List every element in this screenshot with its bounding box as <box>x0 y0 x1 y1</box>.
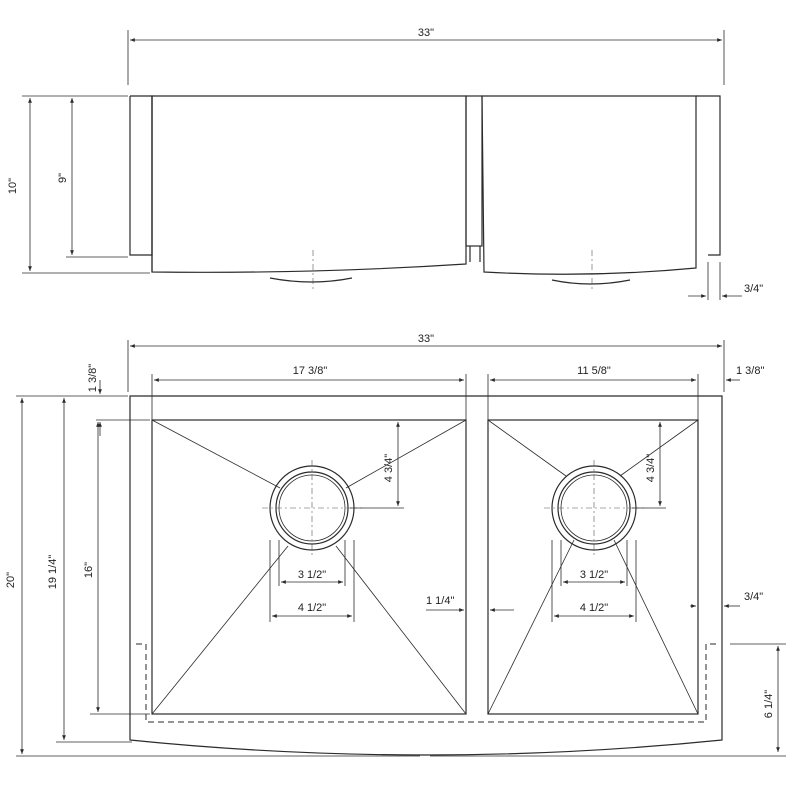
inner-depth-label: 19 1/4" <box>47 555 59 590</box>
right-bowl-width-label: 11 5/8" <box>577 365 611 377</box>
left-drain-inner-label: 3 1/2" <box>298 569 326 581</box>
left-drain-offset-label: 4 3/4" <box>383 454 395 482</box>
front-rim-label: 3/4" <box>744 283 763 295</box>
right-drain-offset-label: 4 3/4" <box>645 454 657 482</box>
overall-depth-label: 20" <box>5 572 17 588</box>
right-margin-label: 1 3/8" <box>736 365 764 377</box>
divider-label: 1 1/4" <box>426 595 454 607</box>
left-drain-outer-label: 4 1/2" <box>298 602 326 614</box>
bowl-depth-label: 16" <box>83 562 95 578</box>
front-height-total-label: 10" <box>7 178 19 194</box>
front-width-label: 33" <box>418 27 434 39</box>
side-rim-label: 3/4" <box>744 591 763 603</box>
top-width-label: 33" <box>418 333 434 345</box>
front-height-inner-label: 9" <box>57 173 69 183</box>
apron-label: 6 1/4" <box>763 690 775 718</box>
left-bowl-width-label: 17 3/8" <box>293 365 328 377</box>
right-drain-inner-label: 3 1/2" <box>580 569 608 581</box>
front-view: 33" 10" 9" 3/4" <box>7 27 763 300</box>
right-drain-outer-label: 4 1/2" <box>580 602 608 614</box>
top-margin-label: 1 3/8" <box>87 364 99 392</box>
top-view: 33" 17 3/8" 11 5/8" 1 3/8" <box>5 333 786 757</box>
